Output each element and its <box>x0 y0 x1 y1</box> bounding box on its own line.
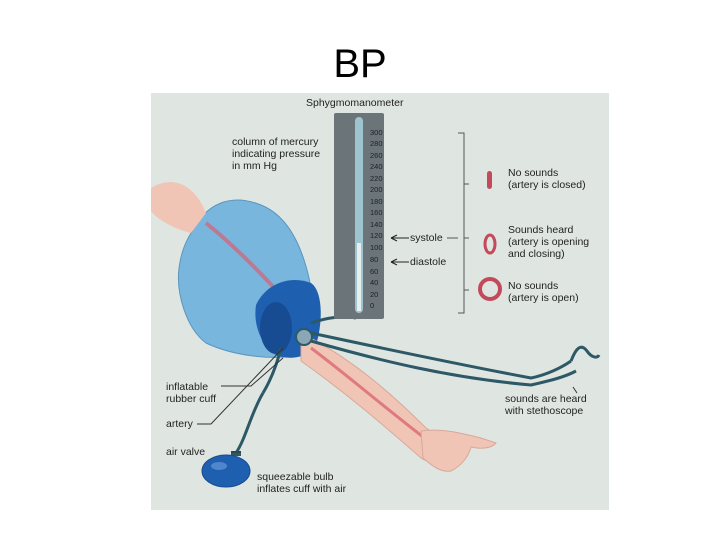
scale-tick: 200 <box>370 185 383 194</box>
systole-arrow <box>390 234 409 242</box>
air-valve <box>231 451 241 456</box>
scale-tick: 100 <box>370 243 383 252</box>
diagram-artwork <box>151 113 601 488</box>
mercury-column <box>357 243 361 311</box>
upper-arm-artery <box>204 221 281 295</box>
cuff-to-bulb-tube <box>261 347 283 394</box>
squeezable-bulb <box>201 454 251 488</box>
stethoscope-leader <box>572 386 578 394</box>
sphygmomanometer-diagram: Sphygmomanometer 300 280 260 240 220 200… <box>151 93 609 510</box>
stethoscope-chestpiece <box>295 328 313 346</box>
bulb-highlight <box>211 462 227 470</box>
no-sounds-open-label: No sounds (artery is open) <box>508 280 579 304</box>
rubber-cuff-label: inflatable rubber cuff <box>166 381 217 405</box>
open-artery-icon <box>478 277 502 301</box>
air-valve-label: air valve <box>166 446 206 458</box>
diastole-arrow <box>390 258 409 266</box>
slide-title: BP <box>333 42 387 86</box>
systole-label: systole <box>410 232 443 244</box>
sounds-heard-label: Sounds heard (artery is opening and clos… <box>508 224 590 260</box>
scale-tick: 160 <box>370 208 383 217</box>
scale-tick: 0 <box>370 301 375 310</box>
squeezable-bulb-label: squeezable bulb inflates cuff with air <box>257 471 347 495</box>
scale-tick: 60 <box>370 267 379 276</box>
scale-tick: 300 <box>370 128 383 137</box>
scale-tick: 40 <box>370 278 379 287</box>
gauge-heading: Sphygmomanometer <box>306 97 404 109</box>
hand <box>420 429 497 472</box>
cuff-band <box>260 302 292 354</box>
scale-tick: 80 <box>370 255 379 264</box>
diastole-label: diastole <box>410 256 447 268</box>
forearm-artery <box>310 346 432 445</box>
stethoscope-earpiece <box>569 345 601 362</box>
closed-artery-icon <box>487 171 492 189</box>
scale-tick: 180 <box>370 197 383 206</box>
scale-tick: 120 <box>370 231 383 240</box>
shoulder-skin <box>151 182 206 233</box>
opening-artery-icon <box>483 233 497 255</box>
scale-tick: 20 <box>370 290 379 299</box>
mercury-column-label: column of mercury indicating pressure in… <box>232 136 321 172</box>
scale-tick: 280 <box>370 139 383 148</box>
stethoscope-label: sounds are heard with stethoscope <box>505 393 587 417</box>
scale-tick: 140 <box>370 220 383 229</box>
bulb-tube <box>234 392 265 454</box>
scale-tick: 260 <box>370 151 383 160</box>
cuff-leader <box>221 357 284 387</box>
scale-tick: 220 <box>370 174 383 183</box>
artery-label: artery <box>166 418 193 430</box>
scale-tick: 240 <box>370 162 383 171</box>
artery-leader <box>197 347 284 425</box>
stethoscope-tube-2 <box>310 339 577 387</box>
no-sounds-closed-label: No sounds (artery is closed) <box>508 167 586 191</box>
stethoscope-tube-1 <box>310 331 572 380</box>
sound-bracket <box>458 132 469 314</box>
